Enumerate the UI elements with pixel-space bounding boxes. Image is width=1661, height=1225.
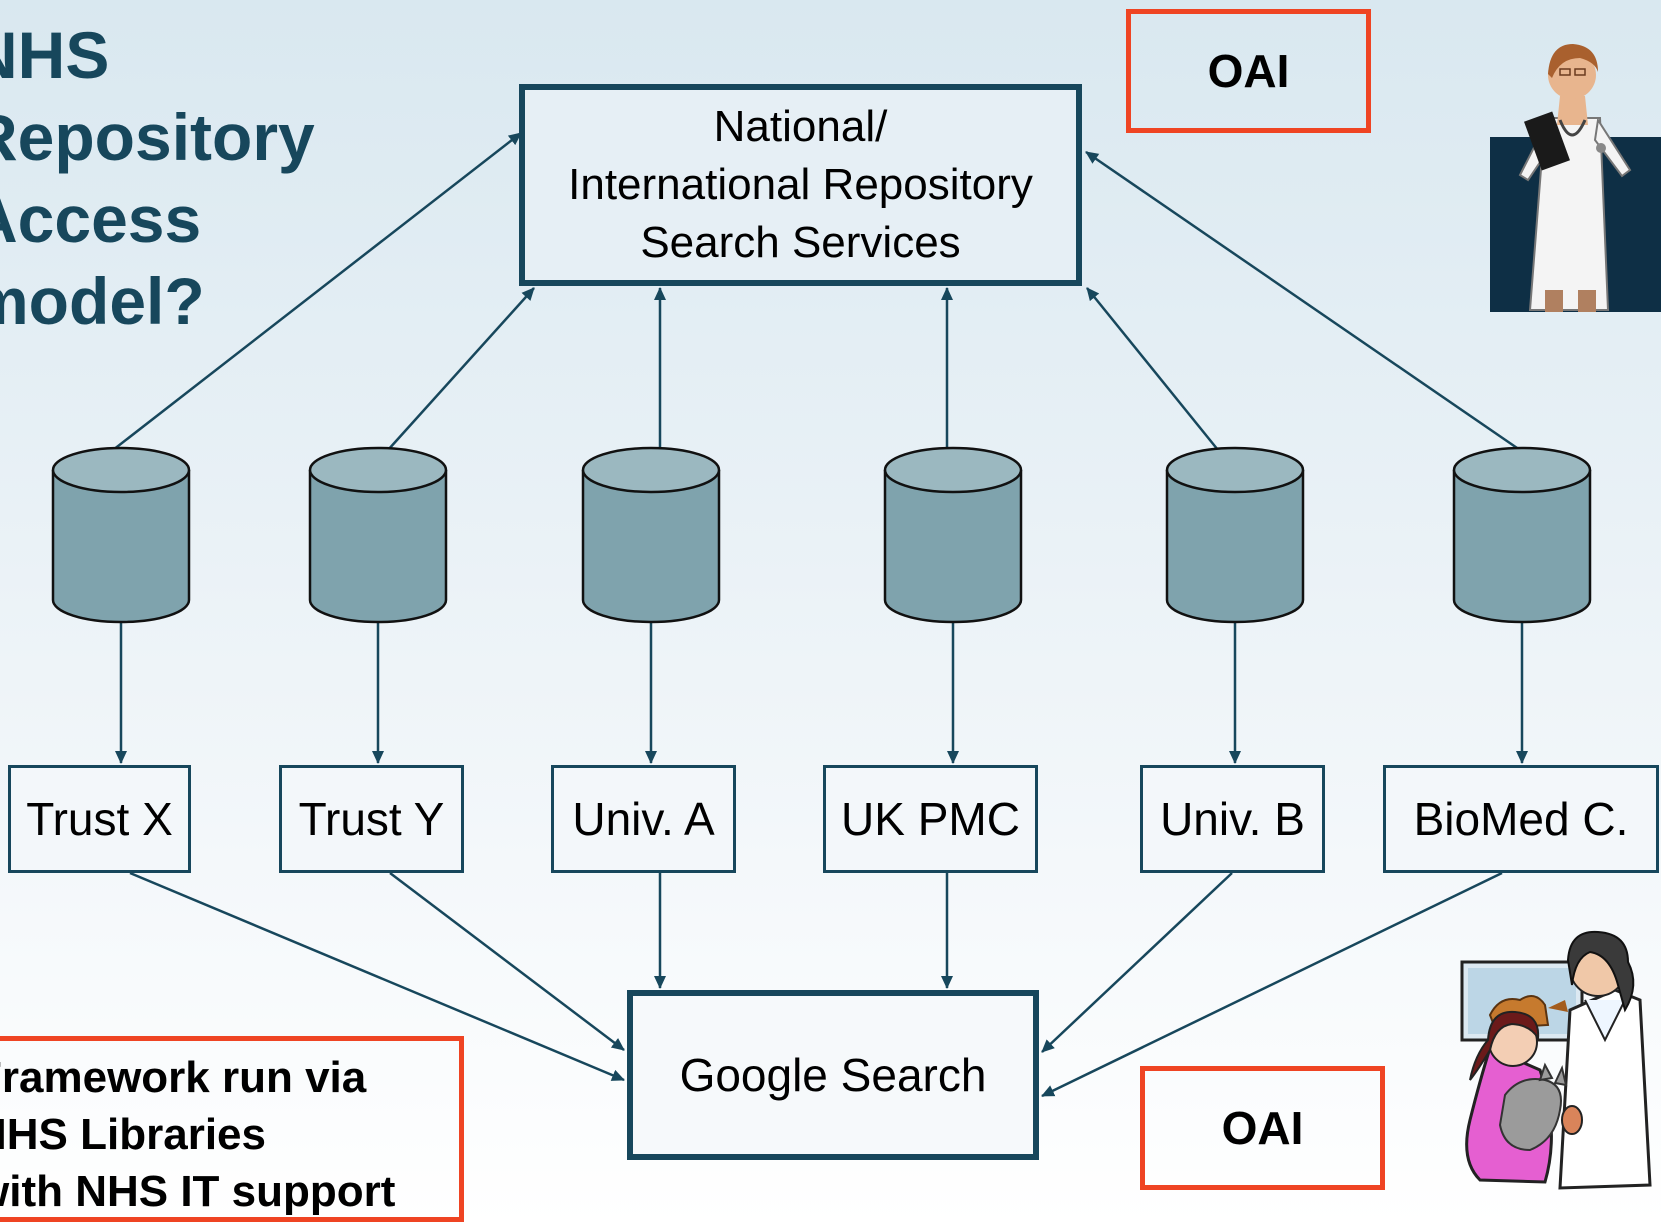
vet-with-pets-clipart — [1460, 930, 1652, 1190]
repository-cylinder-univ-b — [1165, 446, 1305, 624]
edge-trust-y-to-google — [389, 872, 625, 1051]
institution-box-trust-y: Trust Y — [279, 765, 464, 873]
title-line-2: Repository — [0, 100, 315, 174]
repository-cylinder-univ-a — [581, 446, 721, 624]
national-line-2: International Repository — [568, 160, 1033, 209]
oai-box-bottom: OAI — [1140, 1066, 1385, 1190]
title-line-3: Access — [0, 182, 202, 256]
repository-cylinder-trust-y — [308, 446, 448, 624]
institution-label: Univ. A — [572, 793, 715, 845]
doctor-clipart — [1490, 44, 1661, 312]
oai-label: OAI — [1207, 45, 1290, 97]
national-line-1: National/ — [713, 102, 888, 151]
google-search-label: Google Search — [679, 1049, 987, 1101]
institution-label: Trust X — [26, 793, 173, 845]
institution-label: Univ. B — [1160, 793, 1305, 845]
institution-label: UK PMC — [841, 793, 1020, 845]
edge-univ-b-to-national — [1086, 287, 1219, 451]
framework-line-1: Framework run via — [0, 1053, 367, 1102]
google-search-box: Google Search — [627, 990, 1039, 1160]
repository-cylinder-biomed-c — [1452, 446, 1592, 624]
edge-univ-b-to-google — [1041, 872, 1233, 1053]
slide-title: NHS Repository Access model? — [0, 14, 315, 342]
edge-biomed-c-to-national — [1085, 150, 1521, 452]
institution-box-trust-x: Trust X — [8, 765, 191, 873]
institution-label: Trust Y — [298, 793, 445, 845]
institution-box-univ-b: Univ. B — [1140, 765, 1325, 873]
title-line-4: model? — [0, 264, 205, 338]
repository-cylinder-uk-pmc — [883, 446, 1023, 624]
national-search-services-box: National/ International Repository Searc… — [519, 84, 1082, 286]
framework-line-3: with NHS IT support — [0, 1167, 396, 1216]
institution-box-biomed-c: BioMed C. — [1383, 765, 1659, 873]
oai-box-top: OAI — [1126, 9, 1371, 133]
edge-trust-x-to-national — [112, 132, 522, 451]
edge-trust-x-to-google — [129, 871, 625, 1082]
framework-note-box: Framework run via NHS Libraries with NHS… — [0, 1036, 464, 1222]
repository-cylinder-trust-x — [51, 446, 191, 624]
institution-label: BioMed C. — [1413, 793, 1629, 845]
oai-label: OAI — [1221, 1102, 1304, 1154]
edge-trust-y-to-national — [387, 287, 535, 451]
national-line-3: Search Services — [640, 218, 961, 267]
edge-biomed-c-to-google — [1041, 871, 1503, 1098]
institution-box-uk-pmc: UK PMC — [823, 765, 1038, 873]
institution-box-univ-a: Univ. A — [551, 765, 736, 873]
framework-line-2: NHS Libraries — [0, 1110, 266, 1159]
title-line-1: NHS — [0, 18, 110, 92]
